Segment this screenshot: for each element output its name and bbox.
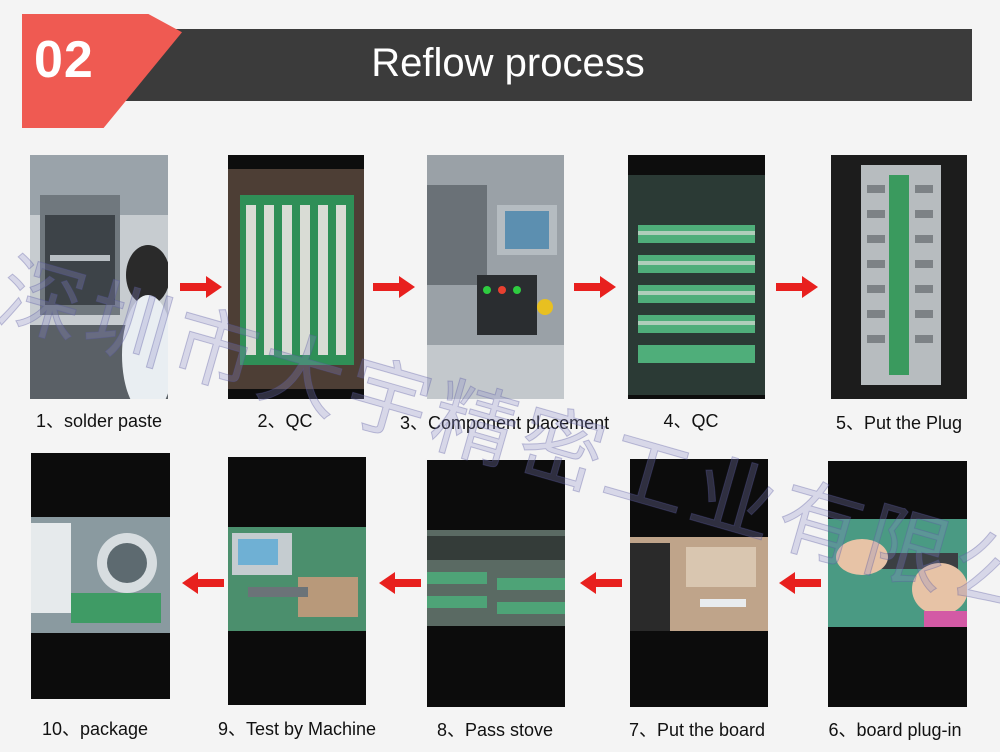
step-9-label: 9、Test by Machine: [217, 719, 377, 739]
step-7-image: [630, 459, 768, 707]
step-1-label: 1、solder paste: [35, 411, 163, 431]
step-3-label: 3、Component placement: [400, 413, 610, 433]
step-6-image: [828, 461, 967, 707]
left-arrow-icon: [779, 572, 821, 594]
step-4-label: 4、QC: [663, 411, 719, 431]
right-arrow-icon: [373, 276, 415, 298]
step-4-image: [628, 155, 765, 399]
header-bar: [106, 29, 972, 101]
step-5-image: [831, 155, 967, 399]
right-arrow-icon: [180, 276, 222, 298]
step-9-image: [228, 457, 366, 705]
step-10-image: [31, 453, 170, 699]
left-arrow-icon: [580, 572, 622, 594]
step-2-image: [228, 155, 364, 399]
section-number: 02: [34, 31, 94, 89]
step-8-image: [427, 460, 565, 707]
step-1-image: [30, 155, 168, 399]
step-8-label: 8、Pass stove: [436, 720, 554, 740]
step-7-label: 7、Put the board: [628, 720, 766, 740]
left-arrow-icon: [182, 572, 224, 594]
left-arrow-icon: [379, 572, 421, 594]
page-title: Reflow process: [371, 41, 645, 85]
step-3-image: [427, 155, 564, 399]
step-10-label: 10、package: [41, 719, 149, 739]
step-2-label: 2、QC: [257, 411, 313, 431]
right-arrow-icon: [574, 276, 616, 298]
step-5-label: 5、Put the Plug: [835, 413, 963, 433]
right-arrow-icon: [776, 276, 818, 298]
step-6-label: 6、board plug-in: [828, 720, 962, 740]
